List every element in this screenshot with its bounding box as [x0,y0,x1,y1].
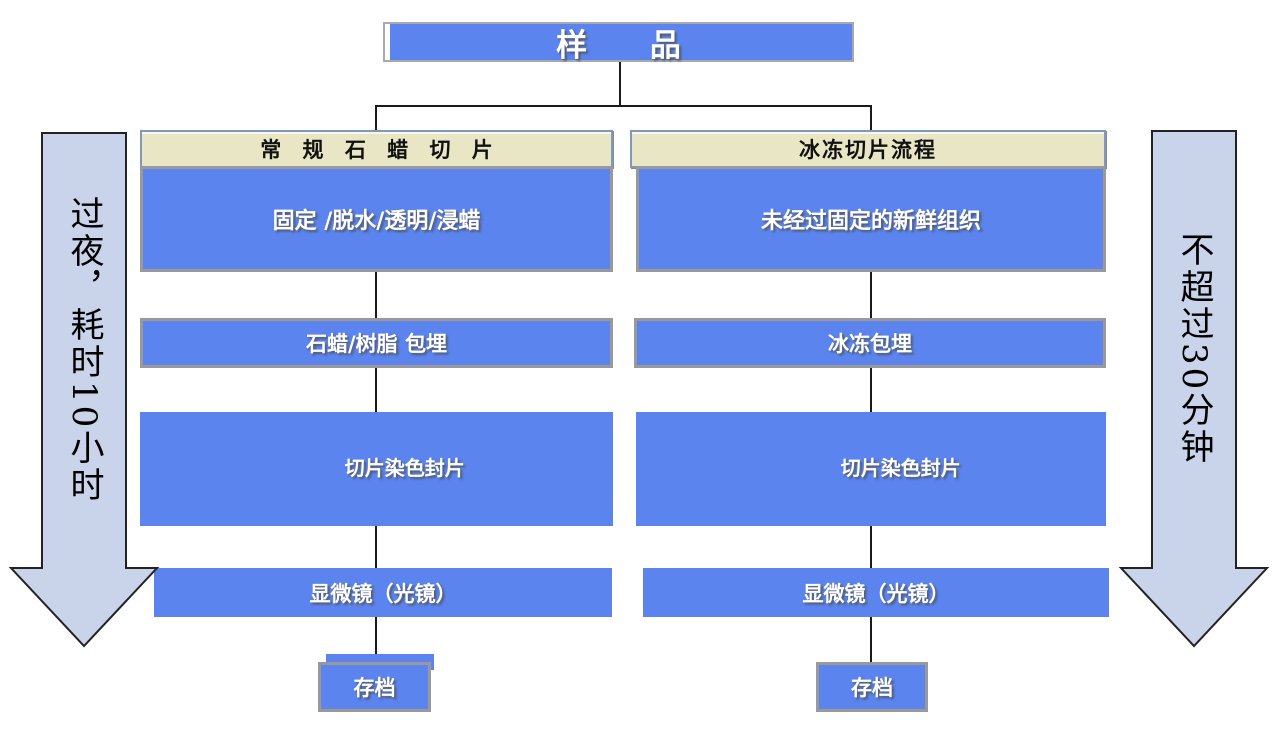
connector-frozen-4 [870,617,872,662]
down-arrow-icon [1118,130,1270,648]
left-duration-label: 过夜，耗时10小时 [64,195,105,505]
right-duration-arrow: 不超过30分钟 [1118,130,1270,648]
connector-branch-horizontal [375,105,872,107]
frozen-stage-mount-label: 封片 [920,455,961,480]
left-duration-arrow: 过夜，耗时10小时 [8,132,160,648]
frozen-archive-box: 存档 [816,662,928,712]
connector-right-branch-drop [870,105,872,131]
sample-title-label: 样 品 [556,27,707,64]
connector-frozen-1 [870,272,872,318]
frozen-embed-label: 冰冻包埋 [828,331,912,356]
frozen-header-label: 冰冻切片流程 [799,137,937,162]
connector-paraffin-1 [375,272,377,318]
connector-paraffin-2 [375,368,377,412]
connector-frozen-3 [870,526,872,568]
sample-title-box: 样 品 [383,22,854,64]
paraffin-embed-box: 石蜡/树脂 包埋 [140,318,613,368]
paraffin-embed-label: 石蜡/树脂 包埋 [306,331,447,356]
paraffin-prep-box: 固定 /脱水/透明/浸蜡 [140,166,613,272]
paraffin-stage-section-label: 切片 [344,455,385,480]
frozen-stage-section-label: 切片 [840,455,881,480]
right-duration-text-wrap: 不超过30分钟 [1152,130,1236,568]
paraffin-archive-label: 存档 [353,675,396,700]
connector-left-branch-drop [375,105,377,131]
paraffin-microscope-label: 显微镜（光镜） [309,580,457,606]
frozen-prep-box: 未经过固定的新鲜组织 [636,166,1106,272]
paraffin-prep-label: 固定 /脱水/透明/浸蜡 [272,208,481,234]
connector-frozen-2 [870,368,872,412]
frozen-stages-box: 切片 染色 封片 [636,412,1106,526]
frozen-embed-box: 冰冻包埋 [634,318,1106,368]
connector-paraffin-3 [375,526,377,568]
paraffin-archive-box: 存档 [318,662,431,712]
paraffin-stages-box: 切片 染色 封片 [140,412,613,526]
paraffin-microscope-box: 显微镜（光镜） [154,568,612,617]
right-duration-label: 不超过30分钟 [1174,231,1215,467]
paraffin-header-box: 常 规 石 蜡 切 片 [140,130,613,168]
left-duration-text-wrap: 过夜，耗时10小时 [42,132,126,568]
connector-paraffin-4 [375,617,377,662]
frozen-stage-stain-label: 染色 [880,455,921,480]
paraffin-stage-stain-label: 染色 [384,455,425,480]
frozen-header-box: 冰冻切片流程 [630,130,1106,168]
frozen-microscope-label: 显微镜（光镜） [802,580,950,606]
paraffin-stage-mount-label: 封片 [424,455,465,480]
connector-title-down [619,62,621,106]
down-arrow-icon [8,132,160,648]
frozen-archive-label: 存档 [851,675,893,700]
frozen-microscope-box: 显微镜（光镜） [643,568,1109,617]
paraffin-header-label: 常 规 石 蜡 切 片 [260,137,500,162]
frozen-prep-label: 未经过固定的新鲜组织 [760,208,981,234]
